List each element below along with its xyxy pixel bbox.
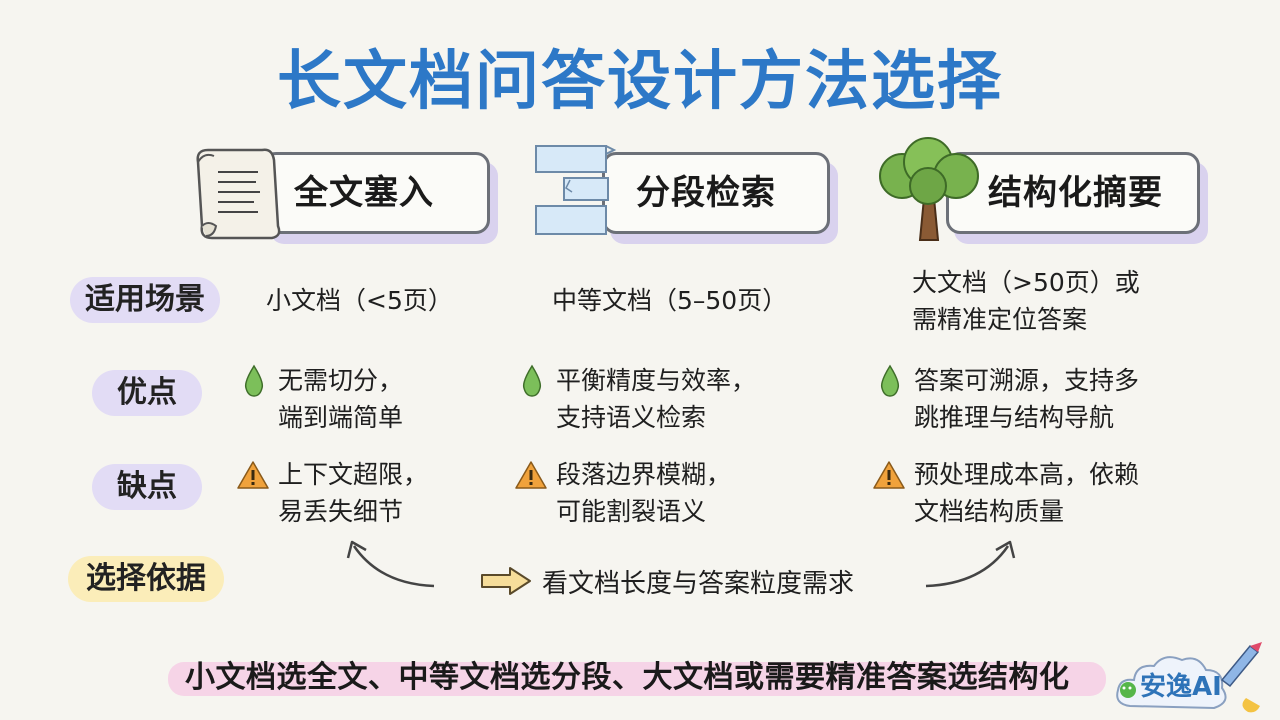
row-label-pros: 优点	[92, 370, 202, 416]
cons-full-text: 上下文超限，易丢失细节	[278, 460, 429, 526]
pros-structured-summary: 答案可溯源，支持多跳推理与结构导航	[914, 366, 1140, 432]
cons-segment-retrieval: 段落边界模糊，可能割裂语义	[556, 460, 732, 526]
segmented-blocks-icon	[535, 145, 617, 235]
method-label-segment-retrieval: 分段检索	[636, 173, 776, 213]
page-title: 长文档问答设计方法选择	[277, 45, 1003, 119]
selection-criterion: 看文档长度与答案粒度需求	[542, 569, 855, 599]
drop-icon	[244, 364, 264, 397]
row-label-basis: 选择依据	[68, 556, 224, 602]
cloud-logo-icon	[1116, 642, 1262, 713]
scenario-full-text: 小文档（<5页）	[266, 286, 453, 315]
summary-footer: 小文档选全文、中等文档选分段、大文档或需要精准答案选结构化	[185, 660, 1070, 695]
tree-icon	[879, 137, 979, 241]
scenario-structured-summary: 大文档（>50页）或 需精准定位答案	[912, 268, 1140, 334]
method-label-full-text: 全文塞入	[294, 173, 434, 213]
row-label-cons: 缺点	[92, 464, 202, 510]
method-card-full-text	[262, 152, 490, 234]
warning-icon	[873, 461, 905, 489]
pros-segment-retrieval: 平衡精度与效率，支持语义检索	[556, 366, 757, 432]
brand-logo-text: 安逸AI	[1140, 672, 1222, 702]
method-label-structured-summary: 结构化摘要	[988, 173, 1163, 213]
row-label-scenario: 适用场景	[70, 277, 220, 323]
warning-icon	[515, 461, 547, 489]
curved-arrow-left-icon	[346, 540, 435, 588]
footer-highlight	[168, 662, 1106, 696]
scenario-segment-retrieval: 中等文档（5–50页）	[552, 286, 788, 315]
scroll-icon	[196, 148, 281, 240]
cons-structured-summary: 预处理成本高，依赖文档结构质量	[914, 460, 1140, 526]
drop-icon	[522, 364, 542, 397]
right-arrow-icon	[481, 567, 531, 595]
pros-full-text: 无需切分，端到端简单	[278, 366, 404, 432]
warning-icon	[237, 461, 269, 489]
curved-arrow-right-icon	[925, 540, 1016, 588]
method-card-segment-retrieval	[602, 152, 830, 234]
drop-icon	[880, 364, 900, 397]
